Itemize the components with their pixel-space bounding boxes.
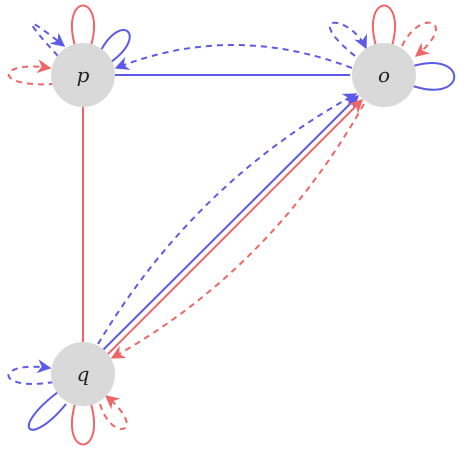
edge-o-q-red-dashed xyxy=(110,103,365,359)
loop-q-red-solid xyxy=(70,403,96,446)
loop-p-red-dashed xyxy=(7,59,56,86)
loop-p-blue-dashed xyxy=(31,22,66,57)
node-p: p xyxy=(51,43,115,107)
loop-o-blue-solid xyxy=(412,62,456,91)
node-o: o xyxy=(352,43,416,107)
loop-p-blue-solid xyxy=(99,29,131,65)
loop-p-red-solid xyxy=(70,4,96,47)
loop-o-red-dashed xyxy=(401,21,437,57)
loop-o-red-solid xyxy=(371,4,397,47)
node-label-o: o xyxy=(378,63,390,87)
loop-q-blue-dashed xyxy=(7,359,55,385)
loop-q-blue-solid xyxy=(27,391,67,431)
node-q: q xyxy=(51,342,115,406)
node-label-q: q xyxy=(77,362,90,386)
edges xyxy=(82,44,365,359)
self-loops xyxy=(7,4,456,446)
edge-o-p-blue-dashed xyxy=(114,44,353,70)
node-label-p: p xyxy=(77,63,90,87)
loop-q-red-dashed xyxy=(99,395,128,430)
edge-q-o-red-solid xyxy=(107,99,363,355)
edge-q-o-blue-solid xyxy=(102,95,359,351)
loop-o-blue-dashed xyxy=(329,21,367,57)
edge-q-o-blue-dashed xyxy=(97,93,358,345)
